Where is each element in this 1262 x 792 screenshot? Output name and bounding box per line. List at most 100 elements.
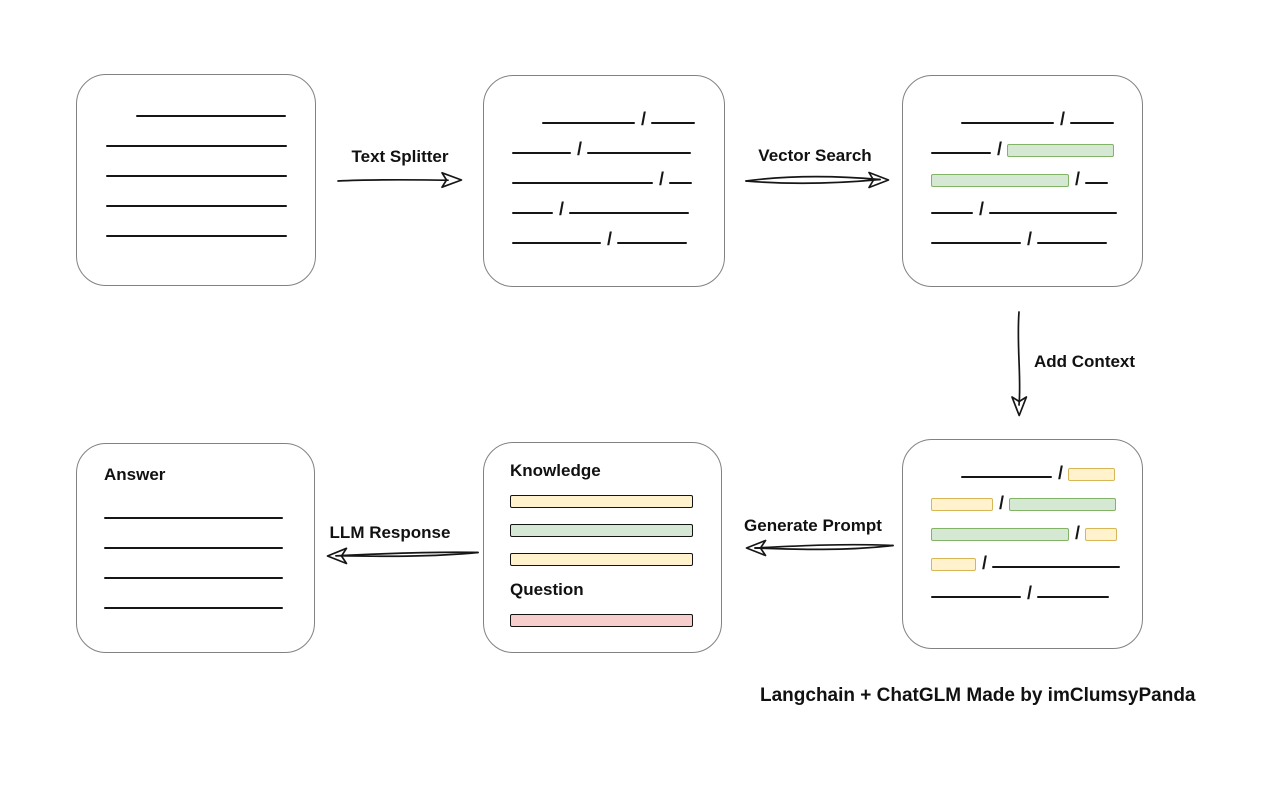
slash-separator: / — [982, 553, 988, 573]
diagram-caption: Langchain + ChatGLM Made by imClumsyPand… — [760, 685, 1196, 706]
slash-separator: / — [999, 493, 1005, 513]
text-row: / — [931, 189, 1118, 219]
text-line — [104, 547, 283, 549]
slash-separator: / — [1027, 583, 1033, 603]
arrow-shaft — [1017, 311, 1021, 406]
prompt-bar-yellow — [510, 553, 693, 566]
text-row: / — [512, 189, 696, 219]
answer-label: Answer — [104, 465, 166, 484]
text-row: / — [512, 159, 696, 189]
vector-search-result-box: ///// — [902, 75, 1143, 287]
text-line — [512, 152, 571, 154]
text-line — [587, 152, 692, 154]
text-line — [104, 577, 283, 579]
text-row — [106, 122, 287, 152]
text-row: / — [931, 129, 1115, 159]
source-document-box — [76, 74, 316, 286]
highlight-bar-green — [931, 528, 1069, 541]
text-line — [1037, 242, 1108, 244]
highlight-bar-green — [1007, 144, 1115, 157]
arrow-shaft — [335, 551, 479, 557]
arrow-shaft — [754, 543, 894, 549]
text-line — [1037, 596, 1110, 598]
text-line — [106, 205, 287, 207]
highlight-bar-yellow — [1085, 528, 1118, 541]
slash-separator: / — [1027, 229, 1033, 249]
text-row: / — [931, 513, 1118, 543]
arrow-shaft — [745, 175, 881, 182]
knowledge-bars — [510, 495, 695, 566]
slash-separator: / — [1058, 463, 1064, 483]
text-row — [106, 92, 286, 122]
text-row: / — [931, 543, 1121, 573]
text-line — [542, 122, 635, 124]
add-context-label: Add Context — [1034, 352, 1136, 371]
arrow-shaft — [754, 544, 894, 551]
text-line — [104, 607, 283, 609]
context-box: ///// — [902, 439, 1143, 649]
text-line — [651, 122, 696, 124]
add-context-arrow — [1011, 311, 1028, 417]
text-line — [106, 235, 287, 237]
indent-spacer — [512, 128, 542, 129]
text-line — [989, 212, 1118, 214]
slash-separator: / — [641, 109, 647, 129]
text-line — [992, 566, 1121, 568]
text-row — [104, 584, 287, 614]
llm-response-arrow — [326, 547, 479, 565]
text-row — [106, 212, 287, 242]
indent-spacer — [931, 128, 961, 129]
indent-spacer — [931, 482, 961, 483]
highlight-bar-yellow — [931, 498, 993, 511]
highlight-bar-yellow — [931, 558, 976, 571]
arrow-head-icon — [326, 547, 348, 565]
text-row — [104, 554, 287, 584]
text-line — [961, 122, 1054, 124]
slash-separator: / — [659, 169, 665, 189]
highlight-bar-green — [1009, 498, 1117, 511]
text-line — [104, 517, 283, 519]
text-line — [931, 152, 991, 154]
arrow-shaft — [335, 551, 479, 558]
slash-separator: / — [607, 229, 613, 249]
text-line — [931, 242, 1021, 244]
arrow-head-icon — [441, 171, 463, 189]
answer-box: Answer — [76, 443, 315, 653]
question-label: Question — [510, 580, 584, 599]
indent-spacer — [106, 121, 136, 122]
text-row: / — [512, 129, 696, 159]
text-row — [104, 494, 287, 524]
text-row — [106, 182, 287, 212]
text-row: / — [931, 483, 1117, 513]
text-row — [104, 524, 287, 554]
knowledge-label: Knowledge — [510, 461, 601, 480]
text-line — [1070, 122, 1115, 124]
prompt-bar-red — [510, 614, 693, 627]
text-line — [931, 212, 973, 214]
text-splitter-arrow — [337, 171, 463, 189]
text-line — [512, 212, 553, 214]
text-line — [1085, 182, 1109, 184]
slash-separator: / — [577, 139, 583, 159]
highlight-bar-green — [931, 174, 1069, 187]
text-row: / — [931, 219, 1114, 249]
arrow-shaft — [745, 178, 881, 185]
text-row: / — [931, 99, 1115, 129]
slash-separator: / — [1060, 109, 1066, 129]
text-row: / — [931, 453, 1116, 483]
vector-search-label: Vector Search — [758, 146, 872, 165]
prompt-bar-green — [510, 524, 693, 537]
generate-prompt-arrow — [745, 539, 894, 557]
text-line — [617, 242, 688, 244]
question-bars — [510, 614, 695, 627]
highlight-bar-yellow — [1068, 468, 1116, 481]
slash-separator: / — [1075, 169, 1081, 189]
text-line — [669, 182, 693, 184]
text-line — [931, 596, 1021, 598]
arrow-head-icon — [1011, 396, 1028, 417]
text-chunks-box: ///// — [483, 75, 725, 287]
text-line — [569, 212, 690, 214]
vector-search-arrow — [745, 171, 890, 189]
text-line — [136, 115, 286, 117]
